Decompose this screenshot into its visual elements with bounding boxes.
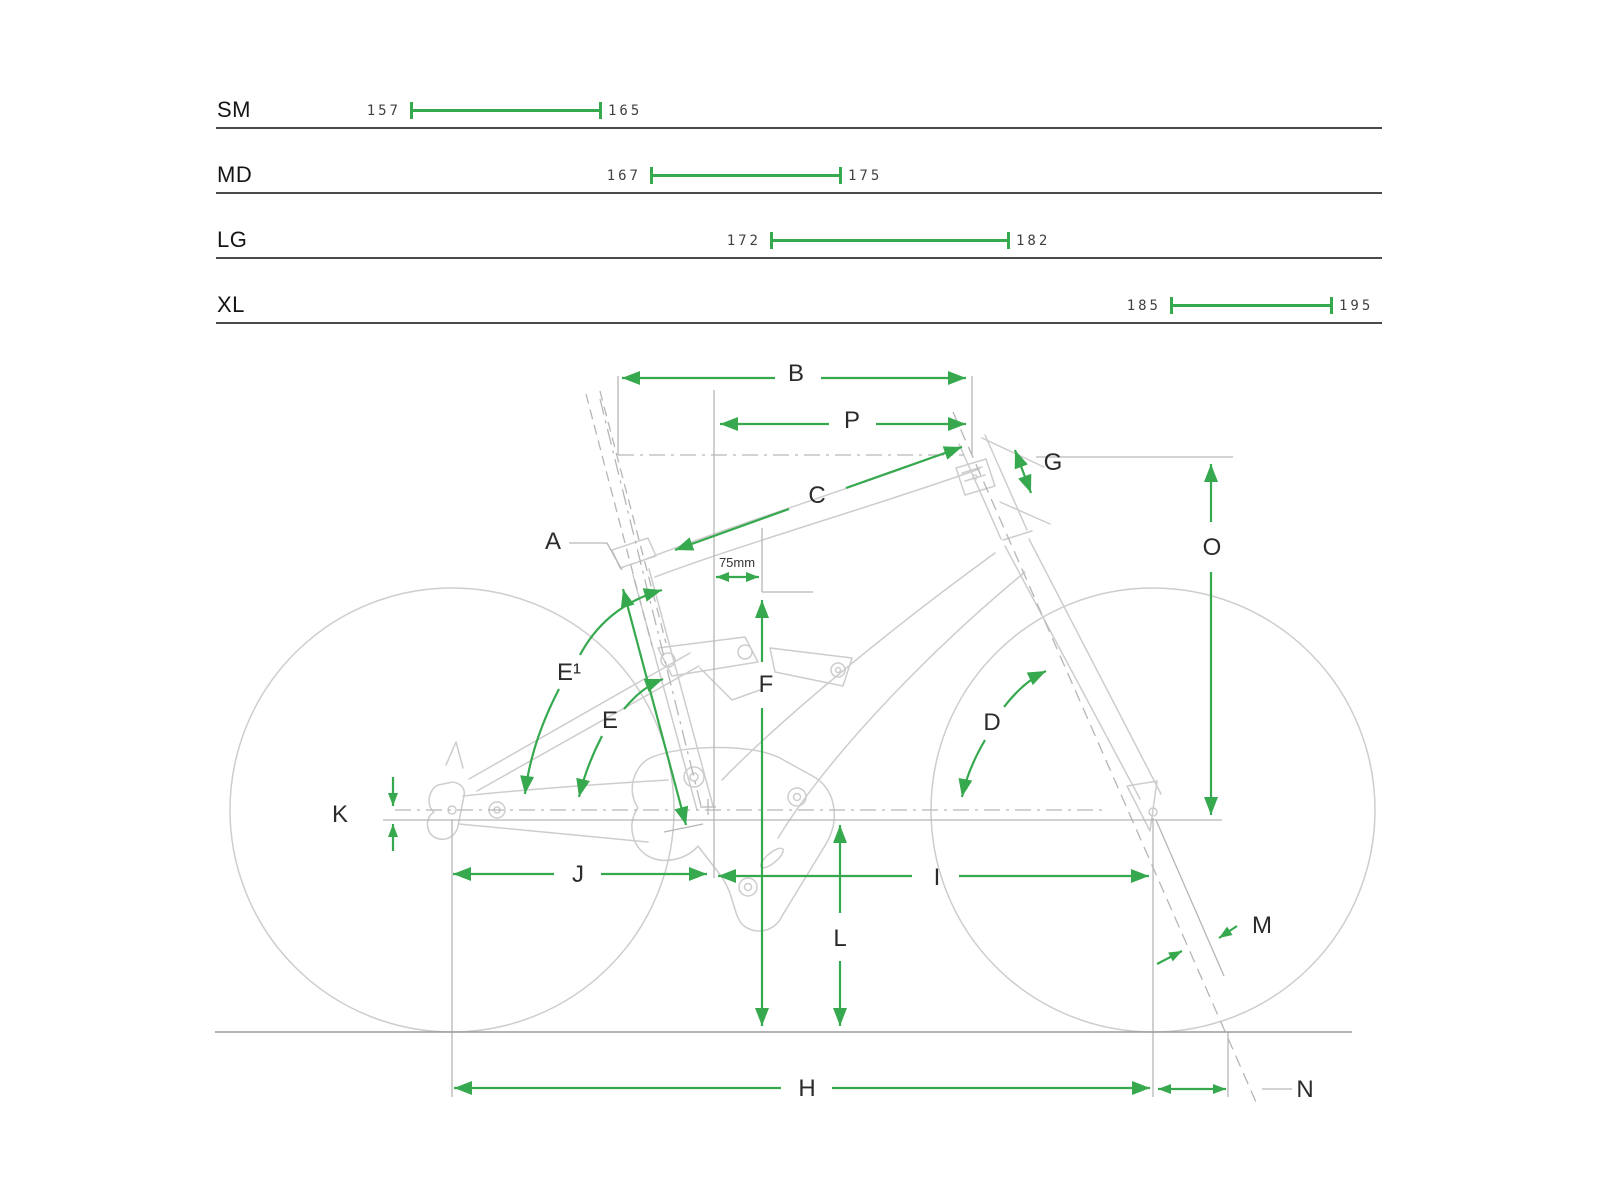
label-N: N: [1296, 1076, 1313, 1103]
height-range-bar: 167 175: [607, 167, 879, 184]
label-B: B: [788, 360, 804, 387]
dimension-arrows: [388, 371, 1238, 1095]
seatpost-outline: [585, 390, 667, 647]
label-M: M: [1252, 912, 1272, 939]
size-row-md: MD 167 175: [216, 150, 1382, 194]
range-min: 172: [726, 232, 761, 249]
range-max: 175: [848, 167, 883, 184]
dim-M: [1156, 925, 1238, 965]
size-label: XL: [217, 292, 245, 317]
label-E1: E¹: [557, 659, 581, 686]
height-range-bar: 185 195: [1127, 297, 1370, 314]
a-tick: [663, 823, 704, 833]
range-max: 195: [1339, 297, 1374, 314]
label-P: P: [844, 407, 860, 434]
range-min: 157: [366, 102, 401, 119]
range-min: 185: [1126, 297, 1161, 314]
size-label: LG: [217, 227, 248, 252]
label-E: E: [602, 707, 618, 734]
label-O: O: [1203, 534, 1222, 561]
dim-C: [674, 445, 963, 552]
label-J: J: [572, 861, 584, 888]
range-min: 167: [606, 167, 641, 184]
label-L: L: [833, 925, 846, 952]
dimension-labels: B P C G A E¹ E F D O K J I L H M N 75mm: [332, 360, 1314, 1103]
size-label: SM: [217, 97, 251, 122]
fork-offset-line: [1155, 819, 1225, 977]
size-row-lg: LG 172 182: [216, 215, 1382, 259]
range-max: 165: [608, 102, 643, 119]
label-seat-offset: 75mm: [719, 555, 755, 570]
dim-D-arc: [958, 670, 1047, 798]
seat-axis-effective: [599, 398, 703, 811]
a-leader: [569, 542, 623, 571]
dim-G: [1013, 449, 1033, 494]
label-F: F: [759, 671, 774, 698]
height-range-bar: 172 182: [727, 232, 1047, 249]
size-row-xl: XL 185 195: [216, 280, 1382, 324]
dim-A: [620, 588, 689, 826]
bb-cross: [700, 799, 716, 815]
size-label: MD: [217, 162, 253, 187]
label-I: I: [934, 864, 941, 891]
label-H: H: [798, 1075, 815, 1102]
range-max: 182: [1016, 232, 1051, 249]
dim-E-arc: [576, 677, 664, 798]
label-D: D: [983, 709, 1000, 736]
label-A: A: [545, 528, 561, 555]
height-range-bar: 157 165: [367, 102, 639, 119]
construction-lines: [215, 376, 1352, 1103]
bike-frame-sketch: [229, 434, 1376, 1033]
label-K: K: [332, 801, 348, 828]
size-row-sm: SM 157 165: [216, 85, 1382, 129]
steering-axis: [952, 411, 1257, 1103]
label-G: G: [1044, 449, 1063, 476]
label-C: C: [808, 482, 825, 509]
dim-E1-arc: [520, 588, 663, 795]
